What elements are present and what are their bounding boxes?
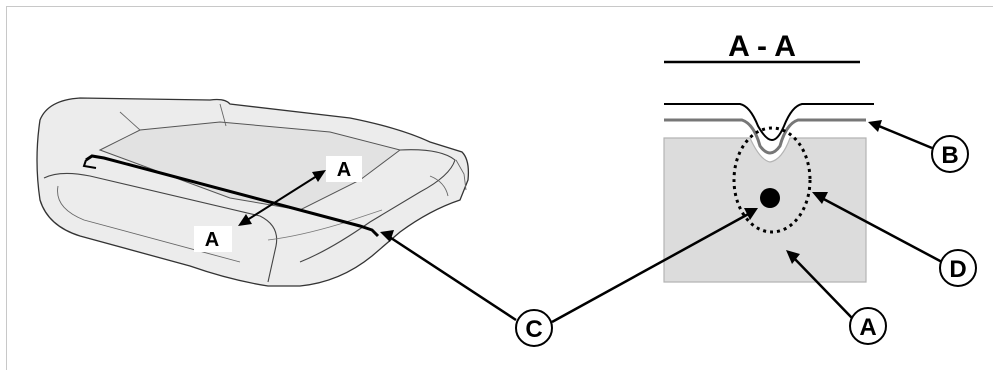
seat-cushion-illustration: A A bbox=[36, 97, 470, 287]
frame-left-border bbox=[6, 6, 7, 370]
leader-b bbox=[873, 122, 933, 150]
callout-c-circle bbox=[515, 309, 553, 347]
leader-b-arrow bbox=[868, 120, 882, 132]
section-title: A - A bbox=[728, 30, 796, 63]
label-box-lower-a bbox=[194, 226, 232, 252]
leader-c-section bbox=[551, 210, 753, 324]
leader-c-seat bbox=[387, 234, 517, 322]
seat-left-bolster bbox=[43, 172, 278, 283]
seat-right-side bbox=[429, 159, 467, 197]
seat-right-bolster bbox=[299, 149, 456, 263]
label-lower-a: A bbox=[205, 229, 219, 251]
seat-wire-rod bbox=[85, 154, 380, 238]
leader-c-seat-arrow bbox=[380, 230, 394, 242]
callout-d-circle bbox=[939, 249, 977, 287]
section-arrow-upper bbox=[312, 170, 326, 182]
callout-b: B bbox=[941, 142, 958, 169]
leader-c-section-arrow bbox=[744, 208, 758, 220]
seat-bottom-contour bbox=[267, 209, 383, 241]
leader-d bbox=[817, 194, 943, 264]
callout-d: D bbox=[949, 256, 966, 283]
seat-rear-seam bbox=[119, 103, 227, 131]
seat-wire-end bbox=[82, 159, 97, 169]
callout-a: A bbox=[859, 314, 876, 341]
detail-ellipse-d bbox=[732, 126, 812, 234]
label-upper-a: A bbox=[337, 159, 351, 181]
seat-front-edge bbox=[57, 185, 241, 263]
callout-c: C bbox=[525, 316, 542, 343]
leader-d-arrow bbox=[812, 192, 828, 204]
cover-outer-line bbox=[664, 103, 874, 142]
wire-cross-section bbox=[760, 188, 780, 208]
cover-inner-line bbox=[664, 118, 866, 155]
leader-a bbox=[791, 255, 853, 319]
label-box-upper-a bbox=[326, 156, 362, 182]
section-line-a-a bbox=[243, 173, 321, 223]
callout-b-circle bbox=[931, 135, 969, 173]
frame-top-border bbox=[6, 6, 993, 7]
leader-a-arrow bbox=[786, 250, 800, 264]
callout-a-circle bbox=[849, 307, 887, 345]
section-arrow-lower bbox=[238, 214, 252, 226]
foam-block bbox=[663, 137, 867, 283]
section-view: A - A B D A C bbox=[380, 30, 977, 347]
